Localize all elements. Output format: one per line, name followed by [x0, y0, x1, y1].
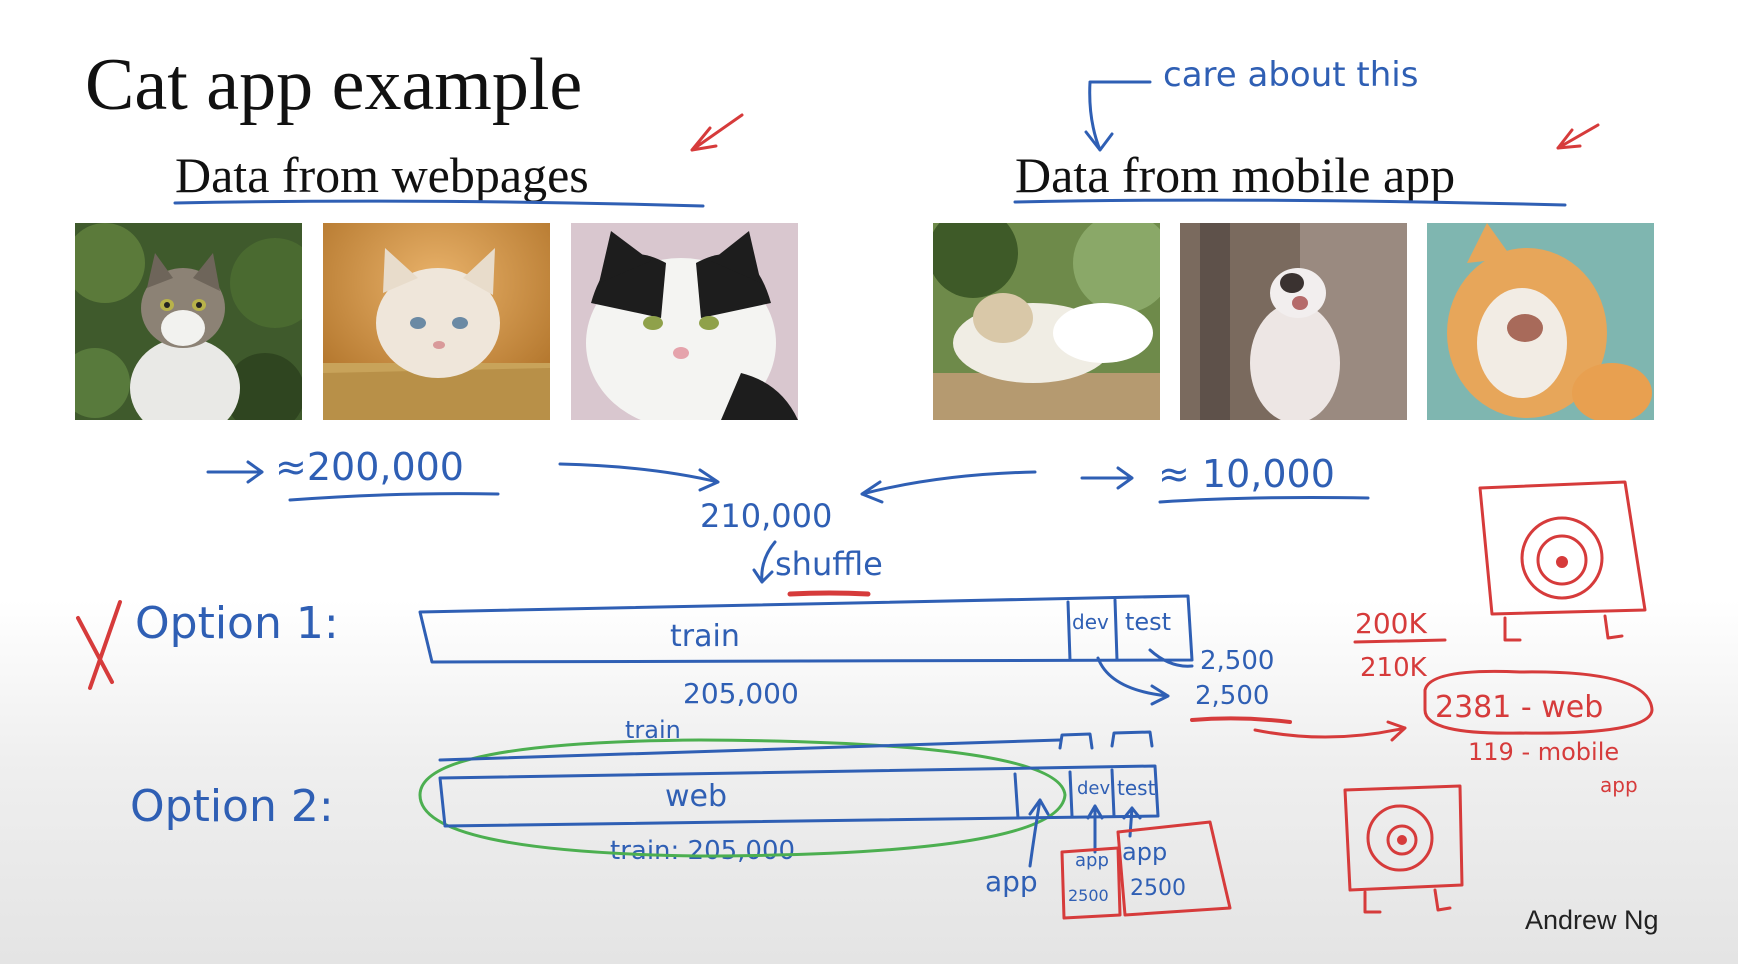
ratio-denominator: 210K	[1360, 653, 1427, 683]
option2-dev-label: dev	[1077, 778, 1111, 799]
option1-divider-test	[1113, 598, 1119, 662]
target-ring-inner-top	[1536, 534, 1588, 586]
option2-divider-dev	[1068, 770, 1074, 818]
target-legs-bottom	[1363, 888, 1452, 914]
cat-photo-mobile-1	[933, 223, 1160, 420]
option2-train-bracket	[438, 738, 1062, 762]
target-ring-outer-bottom	[1366, 804, 1434, 872]
option1-dev-pointer	[1096, 656, 1170, 706]
reject-mark-option1	[76, 600, 122, 690]
option2-test-box-count: 2500	[1130, 876, 1186, 901]
option1-bar	[418, 594, 1194, 664]
mobile-count: ≈ 10,000	[1158, 452, 1335, 496]
underline-mobile-count	[1158, 496, 1370, 504]
arrow-web-to-total	[558, 462, 720, 492]
option1-dev-count: 2,500	[1195, 681, 1270, 711]
option2-bar	[438, 764, 1160, 828]
option2-test-box	[1116, 820, 1232, 917]
underline-mobile	[1013, 198, 1567, 207]
option2-train-count: train: 205,000	[610, 836, 796, 866]
arrow-care-about-this	[1084, 80, 1152, 152]
target-bullseye-bottom	[1397, 835, 1407, 845]
option2-train-ellipse	[418, 738, 1067, 858]
web-dev-count: 2381 - web	[1435, 690, 1604, 725]
option2-dev-box-count: 2500	[1068, 886, 1109, 905]
target-bullseye-top	[1556, 556, 1568, 568]
option2-test-bracket	[1110, 730, 1154, 748]
option2-app-label: app	[985, 865, 1038, 898]
web-count: ≈200,000	[275, 445, 464, 489]
option2-divider-app	[1013, 772, 1020, 820]
arrow-to-dev-breakdown	[1253, 720, 1407, 742]
target-legs-top	[1503, 614, 1624, 642]
cat-photo-web-2	[323, 223, 550, 420]
option2-label: Option 2:	[130, 781, 334, 832]
arrow-web-count	[206, 460, 264, 484]
total-count: 210,000	[700, 497, 833, 535]
option2-divider-test	[1110, 768, 1116, 818]
web-count-circle	[1423, 669, 1654, 735]
red-arrow-mobile	[1556, 123, 1600, 150]
note-care-about-this: care about this	[1163, 55, 1419, 95]
option1-divider-dev	[1066, 600, 1072, 662]
cat-photo-mobile-2	[1180, 223, 1407, 420]
option2-dev-bracket	[1058, 732, 1094, 750]
ratio-fraction-bar	[1353, 638, 1447, 644]
option2-dev-arrow	[1086, 804, 1104, 854]
option2-train-label: train	[625, 716, 681, 744]
heading-webpages: Data from webpages	[175, 147, 589, 203]
option1-test-pointer	[1148, 648, 1194, 668]
arrow-shuffle	[752, 540, 777, 584]
underline-dev-count	[1190, 716, 1292, 724]
slide-title: Cat app example	[85, 44, 583, 126]
red-arrow-webpages	[690, 113, 744, 152]
option2-test-box-label: app	[1122, 838, 1168, 866]
option1-test-count: 2,500	[1200, 646, 1275, 676]
cat-photo-web-1	[75, 223, 302, 420]
heading-mobile-app: Data from mobile app	[1015, 147, 1456, 203]
cat-photo-web-3	[571, 223, 798, 420]
option2-dev-box-label: app	[1075, 850, 1109, 871]
target-ring-outer-top	[1520, 516, 1604, 600]
option2-app-arrow	[1028, 798, 1050, 868]
ratio-numerator: 200K	[1355, 607, 1427, 640]
option1-label: Option 1:	[135, 598, 339, 649]
target-board-bottom	[1343, 784, 1464, 892]
underline-web-count	[288, 492, 500, 502]
option2-web-label: web	[665, 779, 728, 814]
option1-test-label: test	[1125, 608, 1172, 636]
author-credit: Andrew Ng	[1525, 905, 1659, 935]
target-ring-inner-bottom	[1386, 824, 1418, 856]
arrow-mobile-to-total	[860, 470, 1037, 504]
target-board-top	[1478, 480, 1647, 616]
shuffle-label: shuffle	[775, 545, 883, 583]
cat-photo-mobile-3	[1427, 223, 1654, 420]
underline-webpages	[173, 199, 705, 208]
option2-test-label: test	[1117, 776, 1156, 800]
underline-shuffle	[787, 590, 871, 597]
option1-train-label: train	[670, 619, 740, 654]
arrow-mobile-count	[1080, 466, 1134, 490]
mobile-dev-count: 119 - mobile	[1468, 738, 1620, 766]
option2-dev-box	[1060, 846, 1122, 920]
option1-train-count: 205,000	[683, 677, 799, 710]
mobile-dev-suffix: app	[1600, 773, 1638, 797]
option1-dev-label: dev	[1072, 610, 1109, 634]
